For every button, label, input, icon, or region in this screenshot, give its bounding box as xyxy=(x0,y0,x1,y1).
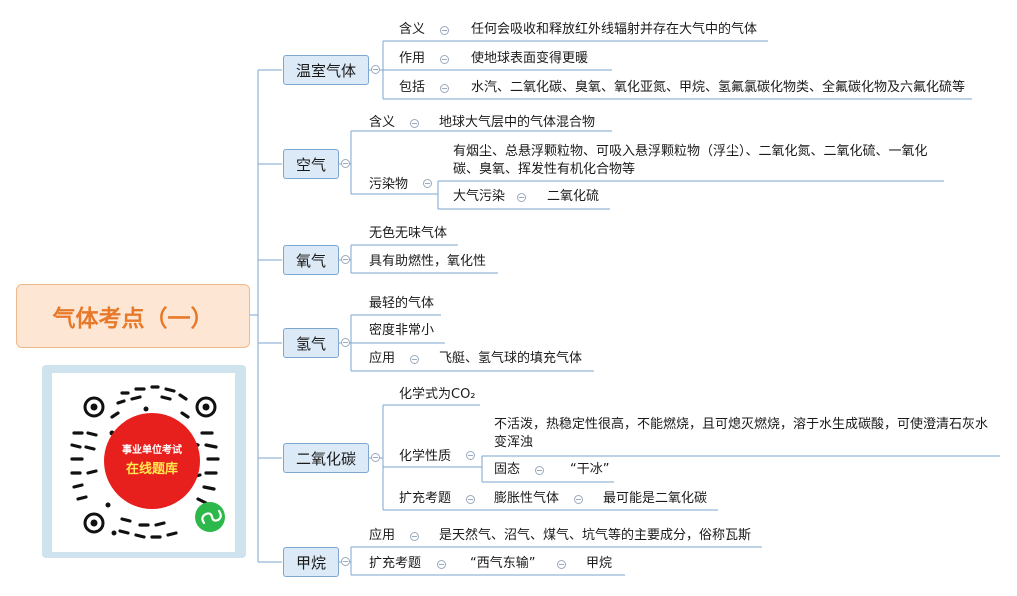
oxygen-property-1[interactable]: 无色无味气体 xyxy=(369,226,448,241)
greenhouse-includes[interactable]: 水汽、二氧化碳、臭氧、氧化亚氮、甲烷、氢氟氯碳化物类、全氟碳化物及六氟化硫等 xyxy=(471,80,966,95)
co2-solid[interactable]: “干冰” xyxy=(570,462,610,477)
collapse-icon[interactable] xyxy=(517,193,526,202)
hydrogen-property-2[interactable]: 密度非常小 xyxy=(369,323,435,338)
collapse-icon[interactable] xyxy=(535,466,544,475)
methane-ext-answer[interactable]: 甲烷 xyxy=(586,556,613,571)
methane-use-label[interactable]: 应用 xyxy=(369,528,396,543)
root-topic[interactable]: 气体考点（一） xyxy=(16,284,250,348)
collapse-icon[interactable] xyxy=(440,55,449,64)
air-meaning[interactable]: 地球大气层中的气体混合物 xyxy=(439,115,596,130)
collapse-icon[interactable] xyxy=(437,560,446,569)
co2-ext-label[interactable]: 扩充考题 xyxy=(399,491,452,506)
greenhouse-meaning[interactable]: 任何会吸收和释放红外线辐射并存在大气中的气体 xyxy=(471,22,758,37)
collapse-icon[interactable] xyxy=(410,532,419,541)
greenhouse-meaning-label[interactable]: 含义 xyxy=(399,22,426,37)
collapse-icon[interactable] xyxy=(371,453,380,462)
greenhouse-effect-label[interactable]: 作用 xyxy=(399,51,426,66)
collapse-icon[interactable] xyxy=(341,557,350,566)
qr-badge-line-2: 在线题库 xyxy=(125,461,178,477)
air-pollutant-list[interactable]: 有烟尘、总悬浮颗粒物、可吸入悬浮颗粒物（浮尘）、二氧化氮、二氧化硫、一氧化碳、臭… xyxy=(453,144,928,177)
collapse-icon[interactable] xyxy=(341,338,350,347)
topic-air[interactable]: 空气 xyxy=(283,149,339,179)
qr-dots-icon xyxy=(70,385,225,539)
collapse-icon[interactable] xyxy=(466,451,475,460)
co2-solid-label[interactable]: 固态 xyxy=(494,462,521,477)
greenhouse-includes-label[interactable]: 包括 xyxy=(399,80,426,95)
air-atmos-pollution-value[interactable]: 二氧化硫 xyxy=(547,189,600,204)
co2-ext-question[interactable]: 膨胀性气体 xyxy=(494,491,560,506)
collapse-icon[interactable] xyxy=(557,560,566,569)
hydrogen-property-1[interactable]: 最轻的气体 xyxy=(369,296,435,311)
air-meaning-label[interactable]: 含义 xyxy=(369,115,396,130)
topic-oxygen[interactable]: 氧气 xyxy=(283,245,339,275)
co2-formula[interactable]: 化学式为CO₂ xyxy=(399,387,476,402)
methane-ext-label[interactable]: 扩充考题 xyxy=(369,556,422,571)
co2-chem-label[interactable]: 化学性质 xyxy=(399,449,452,464)
collapse-icon[interactable] xyxy=(341,159,350,168)
topic-methane[interactable]: 甲烷 xyxy=(283,547,339,577)
collapse-icon[interactable] xyxy=(410,119,419,128)
topic-greenhouse[interactable]: 温室气体 xyxy=(283,55,369,85)
collapse-icon[interactable] xyxy=(574,495,583,504)
collapse-icon[interactable] xyxy=(341,255,350,264)
air-atmos-pollution[interactable]: 大气污染 xyxy=(453,189,506,204)
topic-co2[interactable]: 二氧化碳 xyxy=(283,443,369,473)
collapse-icon[interactable] xyxy=(440,26,449,35)
topic-hydrogen[interactable]: 氢气 xyxy=(283,328,339,358)
collapse-icon[interactable] xyxy=(466,495,475,504)
collapse-icon[interactable] xyxy=(410,355,419,364)
greenhouse-effect[interactable]: 使地球表面变得更暖 xyxy=(471,51,589,66)
air-pollutant-label[interactable]: 污染物 xyxy=(369,177,409,192)
collapse-icon[interactable] xyxy=(371,65,380,74)
methane-use[interactable]: 是天然气、沼气、煤气、坑气等的主要成分，俗称瓦斯 xyxy=(439,528,752,543)
collapse-icon[interactable] xyxy=(440,84,449,93)
hydrogen-use-label[interactable]: 应用 xyxy=(369,351,396,366)
co2-chem[interactable]: 不活泼，热稳定性很高，不能燃烧，且可熄灭燃烧，溶于水生成碳酸，可使澄清石灰水变浑… xyxy=(494,417,989,450)
qr-badge: 事业单位考试 在线题库 xyxy=(104,413,200,509)
oxygen-property-2[interactable]: 具有助燃性，氧化性 xyxy=(369,254,487,269)
qr-badge-line-1: 事业单位考试 xyxy=(122,444,182,456)
methane-ext-question[interactable]: “西气东输” xyxy=(470,556,536,571)
hydrogen-use[interactable]: 飞艇、氢气球的填充气体 xyxy=(439,351,583,366)
co2-ext-answer[interactable]: 最可能是二氧化碳 xyxy=(603,491,708,506)
collapse-icon[interactable] xyxy=(423,179,432,188)
